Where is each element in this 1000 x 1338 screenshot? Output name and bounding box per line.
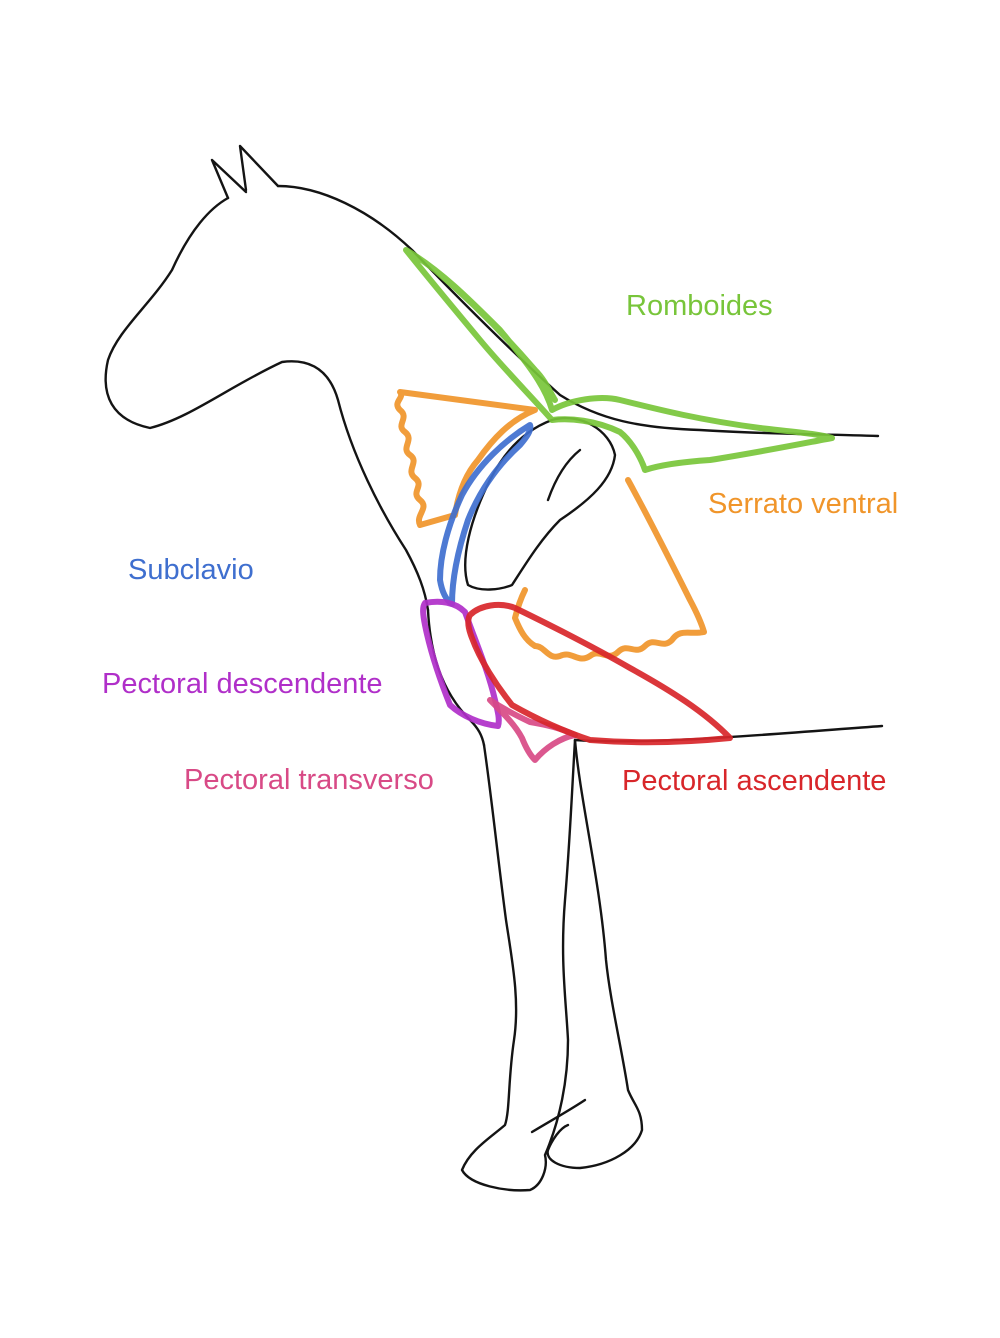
label-pectoral-descendente: Pectoral descendente (102, 668, 383, 700)
pectoral-transverso-muscle (487, 697, 578, 763)
chest-line (426, 608, 486, 747)
ear-left (210, 158, 248, 200)
label-pectoral-transverso: Pectoral transverso (184, 764, 434, 796)
foreleg-near (460, 738, 577, 1192)
label-romboides: Romboides (626, 290, 773, 322)
foreleg-far (546, 738, 644, 1170)
serrato-ventral-muscle (394, 389, 538, 528)
label-serrato-ventral: Serrato ventral (708, 488, 899, 520)
ear-right (238, 144, 280, 192)
pastern-line (530, 1098, 587, 1134)
humerus-groove (546, 448, 582, 502)
serrato-ventral-caudal (512, 477, 707, 662)
label-subclavio: Subclavio (128, 554, 254, 586)
head-neck-back-line (104, 196, 430, 612)
pectoral-ascendente-muscle (465, 601, 733, 746)
pectoral-descendente-muscle (420, 598, 502, 729)
crest-back-line (276, 184, 880, 438)
romboides-muscle (403, 247, 835, 473)
label-pectoral-ascendente: Pectoral ascendente (622, 765, 887, 797)
